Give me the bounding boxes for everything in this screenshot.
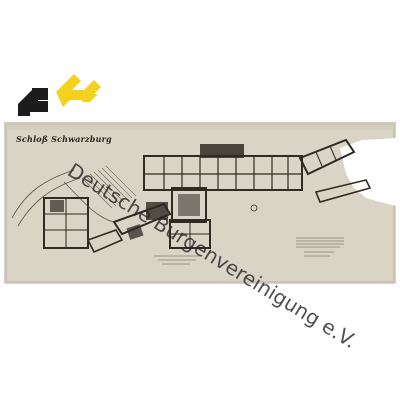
- paper-shading: [4, 122, 396, 130]
- plan-inscriptions: [154, 237, 344, 265]
- east-outbuilding: [314, 179, 372, 203]
- east-wing: [298, 138, 356, 176]
- torn-paper-area: [340, 138, 396, 206]
- logo-yellow-mark: [56, 74, 101, 107]
- stair-terrace: [81, 165, 137, 209]
- logo-dark-mark: [18, 88, 48, 116]
- floor-plan-sheet: [4, 122, 396, 284]
- central-tower-block: [171, 187, 207, 223]
- castle-floor-plan: [43, 138, 372, 254]
- association-logo: [18, 74, 101, 116]
- plan-title: Schloß Schwarzburg: [16, 134, 112, 144]
- upper-block: [200, 144, 244, 158]
